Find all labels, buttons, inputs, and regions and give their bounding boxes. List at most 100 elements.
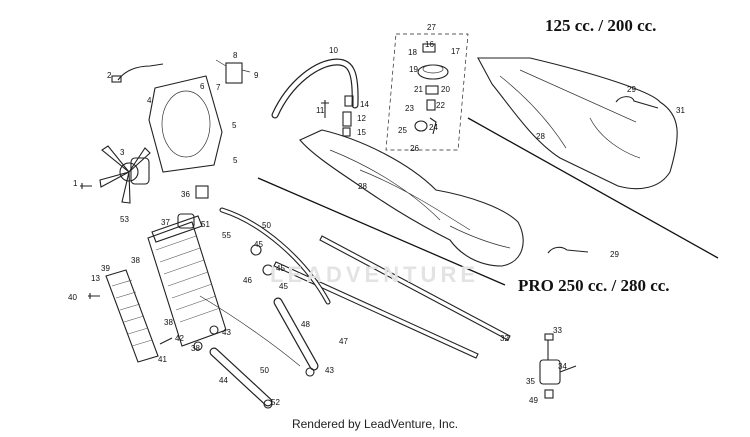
- callout-28a: 28: [536, 132, 545, 141]
- breather-tube-47: [199, 295, 301, 367]
- callout-31: 31: [676, 106, 685, 115]
- radiator: [147, 213, 227, 347]
- callout-5b: 5: [233, 156, 238, 165]
- tank-clip-lower: [547, 246, 589, 254]
- callout-6: 6: [200, 82, 205, 91]
- overflow-tube-50: [219, 207, 331, 305]
- callout-20: 20: [441, 85, 450, 94]
- callout-45c: 45: [279, 282, 288, 291]
- callout-27: 27: [427, 23, 436, 32]
- callout-14: 14: [360, 100, 369, 109]
- callout-24: 24: [429, 123, 438, 132]
- callout-22: 22: [436, 101, 445, 110]
- callout-47: 47: [339, 337, 348, 346]
- callout-43a: 43: [222, 328, 231, 337]
- callout-11: 11: [316, 106, 325, 115]
- fuel-tank-lower: [299, 129, 524, 267]
- callout-50b: 50: [260, 366, 269, 375]
- fitting-12: [342, 111, 352, 127]
- fan-bolt: [80, 183, 92, 189]
- fuel-tank-lower-shading: [329, 149, 511, 249]
- callout-23: 23: [405, 104, 414, 113]
- rubber-strip-lower: [273, 261, 479, 359]
- variant-divider-bottom: [257, 177, 506, 286]
- fuel-petcock: [539, 333, 577, 399]
- fuel-cap-parts: [414, 43, 449, 135]
- bolt-41: [159, 337, 173, 345]
- hose-clamp-11: [321, 100, 329, 118]
- callout-49: 49: [529, 396, 538, 405]
- hose-clamps: [193, 185, 315, 409]
- fitting-15: [342, 127, 351, 137]
- callout-38c: 38: [191, 344, 200, 353]
- callout-42: 42: [175, 334, 184, 343]
- callout-2: 2: [107, 71, 112, 80]
- callout-41: 41: [158, 355, 167, 364]
- radiator-guard: [105, 269, 159, 363]
- overflow-tube-50-inner: [220, 208, 330, 304]
- callout-17: 17: [451, 47, 460, 56]
- callout-19: 19: [409, 65, 418, 74]
- callout-7: 7: [216, 83, 221, 92]
- callout-46: 46: [243, 276, 252, 285]
- callout-4: 4: [147, 96, 152, 105]
- callout-52: 52: [271, 398, 280, 407]
- callout-34: 34: [558, 362, 567, 371]
- callout-35: 35: [526, 377, 535, 386]
- callout-40: 40: [68, 293, 77, 302]
- fan-shroud-opening: [161, 90, 211, 158]
- fan-relay: [215, 59, 251, 84]
- callout-3: 3: [120, 148, 125, 157]
- watermark: LEADVENTURE: [270, 262, 480, 287]
- callout-37: 37: [161, 218, 170, 227]
- callout-16: 16: [425, 40, 434, 49]
- fuel-tank-upper-shading: [499, 69, 641, 159]
- callout-51: 51: [201, 220, 210, 229]
- callout-36: 36: [181, 190, 190, 199]
- callout-labels: 1 2 3 4 5 5 6 7 8 9 10 11 12 13 14 15 16…: [68, 23, 685, 407]
- callout-55: 55: [222, 231, 231, 240]
- fitting-14: [344, 95, 354, 107]
- callout-29a: 29: [627, 85, 636, 94]
- callout-29b: 29: [610, 250, 619, 259]
- variant-heading-125-200: 125 cc. / 200 cc.: [545, 16, 657, 35]
- callout-33: 33: [553, 326, 562, 335]
- callout-45b: 45: [276, 264, 285, 273]
- coolant-hose-long-inner: [272, 59, 358, 118]
- fuel-tank-upper: [477, 57, 678, 190]
- variant-divider-top: [467, 117, 719, 259]
- cooling-fan: [99, 145, 151, 204]
- variant-heading-pro-250-280: PRO 250 cc. / 280 cc.: [518, 276, 670, 295]
- rubber-strip-upper: [319, 235, 511, 341]
- callout-32: 32: [500, 334, 509, 343]
- callout-28b: 28: [358, 182, 367, 191]
- callout-48: 48: [301, 320, 310, 329]
- radiator-hose-44-inner: [210, 348, 272, 406]
- radiator-hose-48-inner: [274, 298, 318, 370]
- callout-21: 21: [414, 85, 423, 94]
- callout-10: 10: [329, 46, 338, 55]
- callout-45a: 45: [254, 240, 263, 249]
- callout-43b: 43: [325, 366, 334, 375]
- callout-12: 12: [357, 114, 366, 123]
- callout-38a: 38: [131, 256, 140, 265]
- callout-18: 18: [408, 48, 417, 57]
- callout-38b: 38: [164, 318, 173, 327]
- callout-9: 9: [254, 71, 259, 80]
- bolt-40: [88, 293, 100, 299]
- callout-5a: 5: [232, 121, 237, 130]
- callout-44: 44: [219, 376, 228, 385]
- sensor-connector: [111, 75, 122, 83]
- callout-25: 25: [398, 126, 407, 135]
- callout-15: 15: [357, 128, 366, 137]
- tank-clip-upper: [615, 96, 659, 109]
- sensor-cable: [117, 63, 164, 81]
- fan-shroud: [148, 75, 223, 173]
- fan-motor: [130, 157, 150, 185]
- callout-13: 13: [91, 274, 100, 283]
- render-credit-footer: Rendered by LeadVenture, Inc.: [291, 417, 459, 431]
- callout-1: 1: [73, 179, 78, 188]
- callout-50a: 50: [262, 221, 271, 230]
- callout-26: 26: [410, 144, 419, 153]
